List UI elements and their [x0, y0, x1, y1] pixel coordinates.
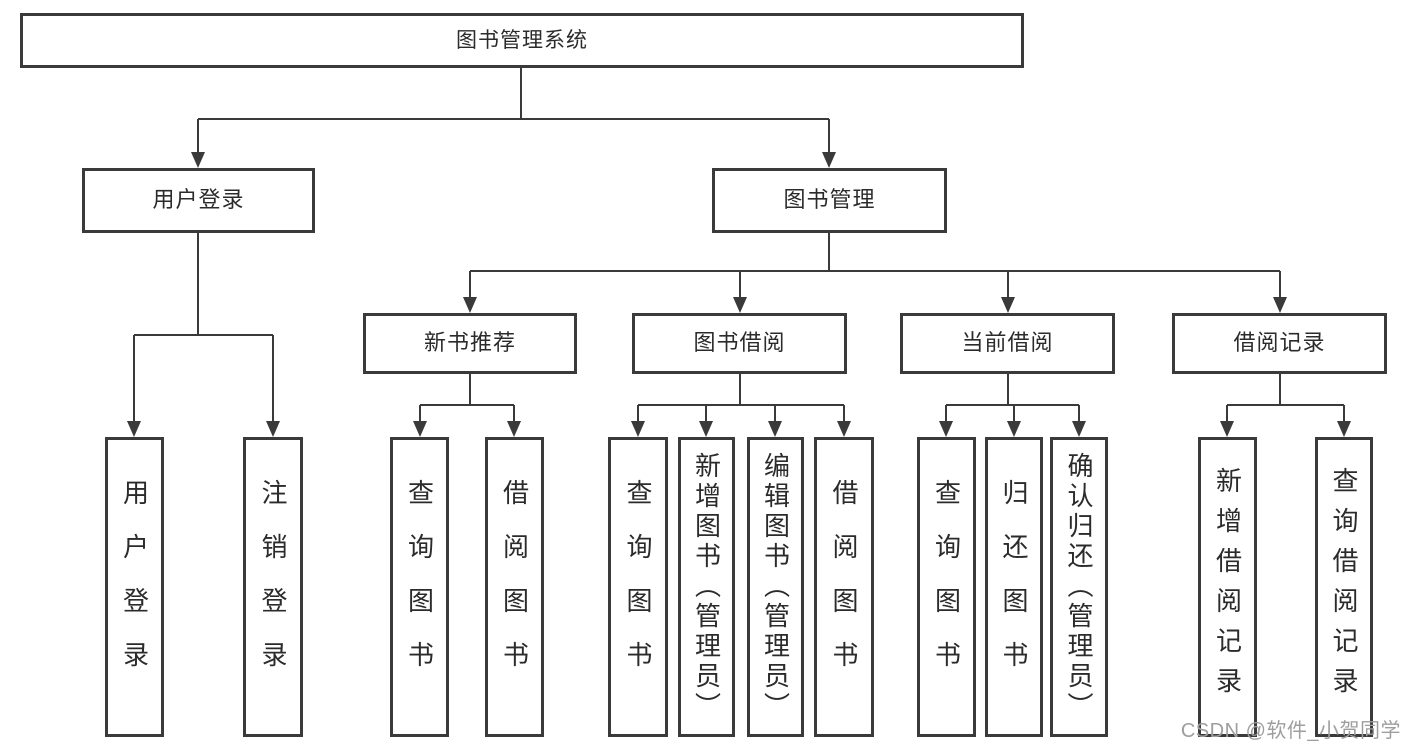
node-label: 新书推荐: [423, 330, 516, 356]
leaf-query-books-current: 查询图书: [917, 437, 976, 737]
leaf-borrow-books-recommend: 借阅图书: [485, 437, 544, 737]
node-current-borrowing: 当前借阅: [900, 313, 1115, 374]
leaf-confirm-return-admin: 确认归还（管理员）: [1050, 437, 1108, 737]
leaf-logout-login: 注销登录: [243, 437, 303, 737]
leaf-query-books-borrowing: 查询图书: [608, 437, 668, 737]
leaf-query-books-recommend: 查询图书: [390, 437, 449, 737]
node-label: 图书借阅: [693, 330, 786, 356]
node-label: 图书管理系统: [456, 28, 588, 52]
node-library-system: 图书管理系统: [20, 13, 1024, 68]
leaf-user-login: 用户登录: [105, 437, 164, 737]
csdn-watermark: CSDN @软件_小贺同学: [1180, 720, 1401, 742]
node-label: 查询图书: [404, 479, 435, 695]
node-label: 编辑图书（管理员）: [760, 452, 791, 722]
leaf-add-books-admin: 新增图书（管理员）: [678, 437, 735, 737]
leaf-query-borrow-record: 查询借阅记录: [1315, 437, 1373, 737]
node-label: 归还图书: [999, 479, 1029, 695]
leaf-borrow-books-borrowing: 借阅图书: [814, 437, 874, 737]
leaf-add-borrow-record: 新增借阅记录: [1198, 437, 1257, 737]
node-borrowing-records: 借阅记录: [1172, 313, 1387, 374]
leaf-edit-books-admin: 编辑图书（管理员）: [747, 437, 804, 737]
node-label: 新增借阅记录: [1212, 467, 1243, 707]
node-label: 查询借阅记录: [1329, 467, 1359, 707]
node-book-borrowing: 图书借阅: [632, 313, 847, 374]
node-label: 用户登录: [152, 187, 245, 213]
node-label: 借阅图书: [829, 479, 859, 695]
node-label: 图书管理: [783, 187, 876, 213]
node-label: 当前借阅: [961, 330, 1054, 356]
node-label: 确认归还（管理员）: [1064, 452, 1094, 722]
node-new-book-recommend: 新书推荐: [363, 313, 577, 374]
leaf-return-books: 归还图书: [985, 437, 1043, 737]
node-label: 新增图书（管理员）: [691, 452, 722, 722]
node-user-login: 用户登录: [82, 168, 315, 233]
node-label: 用户登录: [119, 479, 150, 695]
node-label: 注销登录: [258, 479, 288, 695]
node-book-management: 图书管理: [712, 168, 947, 233]
node-label: 查询图书: [623, 479, 653, 695]
node-label: 借阅记录: [1233, 330, 1326, 356]
node-label: 查询图书: [931, 479, 962, 695]
node-label: 借阅图书: [499, 479, 530, 695]
